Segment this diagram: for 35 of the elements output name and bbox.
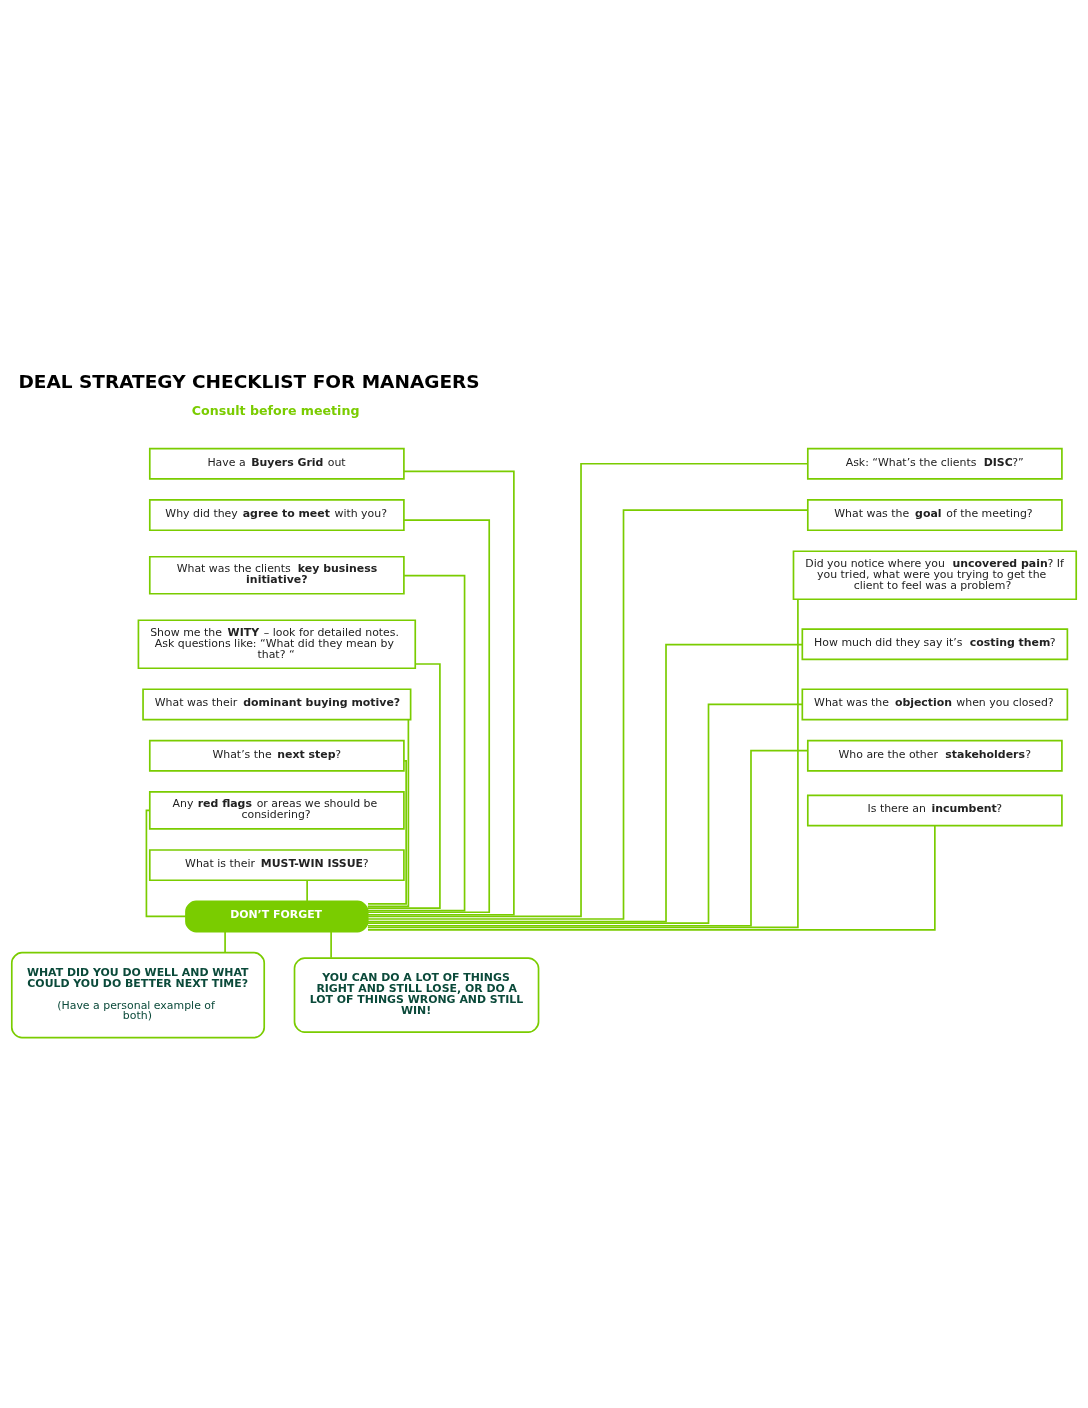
connector bbox=[367, 574, 466, 912]
connector bbox=[367, 759, 407, 905]
node-box: Is there an incumbent? bbox=[806, 794, 1063, 827]
connector bbox=[367, 519, 491, 914]
connector bbox=[367, 598, 799, 929]
connector bbox=[306, 879, 308, 902]
connector bbox=[330, 930, 332, 959]
node-box: Show me the WITY – look for detailed notes. Ask questions like: “What did they mean by that? “ bbox=[137, 619, 417, 670]
connector bbox=[367, 718, 410, 908]
connector bbox=[367, 703, 804, 925]
connector bbox=[367, 749, 809, 927]
connector bbox=[224, 930, 226, 954]
node-box: Who are the other stakeholders? bbox=[806, 739, 1063, 772]
node-box: What was the clients key business initiative? bbox=[148, 555, 405, 595]
connector bbox=[367, 825, 936, 931]
node-box: Ask: “What’s the clients DISC?” bbox=[806, 447, 1063, 480]
node-box: What was their dominant buying motive? bbox=[142, 688, 412, 721]
connector bbox=[367, 663, 441, 909]
label: Consult before meeting bbox=[191, 402, 360, 418]
diagram-title: DEAL STRATEGY CHECKLIST FOR MANAGERS bbox=[18, 370, 480, 392]
node-box: DON’T FORGET bbox=[185, 900, 369, 933]
node-box: Any red flags or areas we should be considering? bbox=[148, 791, 405, 830]
node-box: What was the objection when you closed? bbox=[801, 688, 1069, 721]
node-box: How much did they say it’s costing them? bbox=[801, 628, 1069, 661]
node-box: Have a Buyers Grid out bbox=[148, 447, 405, 480]
connector bbox=[367, 643, 803, 923]
node-box: Why did they agree to meet with you? bbox=[148, 499, 405, 532]
node-box: YOU CAN DO A LOT OF THINGS RIGHT AND STILL LOSE, OR DO A LOT OF THINGS WRONG AND STILL WIN! bbox=[293, 957, 540, 1033]
node-box: What’s the next step? bbox=[148, 739, 405, 772]
node-box: What is their MUST-WIN ISSUE? bbox=[148, 849, 405, 882]
node-box: What was the goal of the meeting? bbox=[806, 499, 1063, 532]
node-box: WHAT DID YOU DO WELL AND WHAT COULD YOU DO BETTER NEXT TIME? (Have a personal example of both) bbox=[10, 951, 266, 1039]
connector bbox=[145, 809, 187, 918]
node-box: Did you notice where you uncovered pain? If you tried, what were you trying to get the client to feel was a problem? bbox=[792, 550, 1078, 601]
connector bbox=[366, 470, 515, 916]
